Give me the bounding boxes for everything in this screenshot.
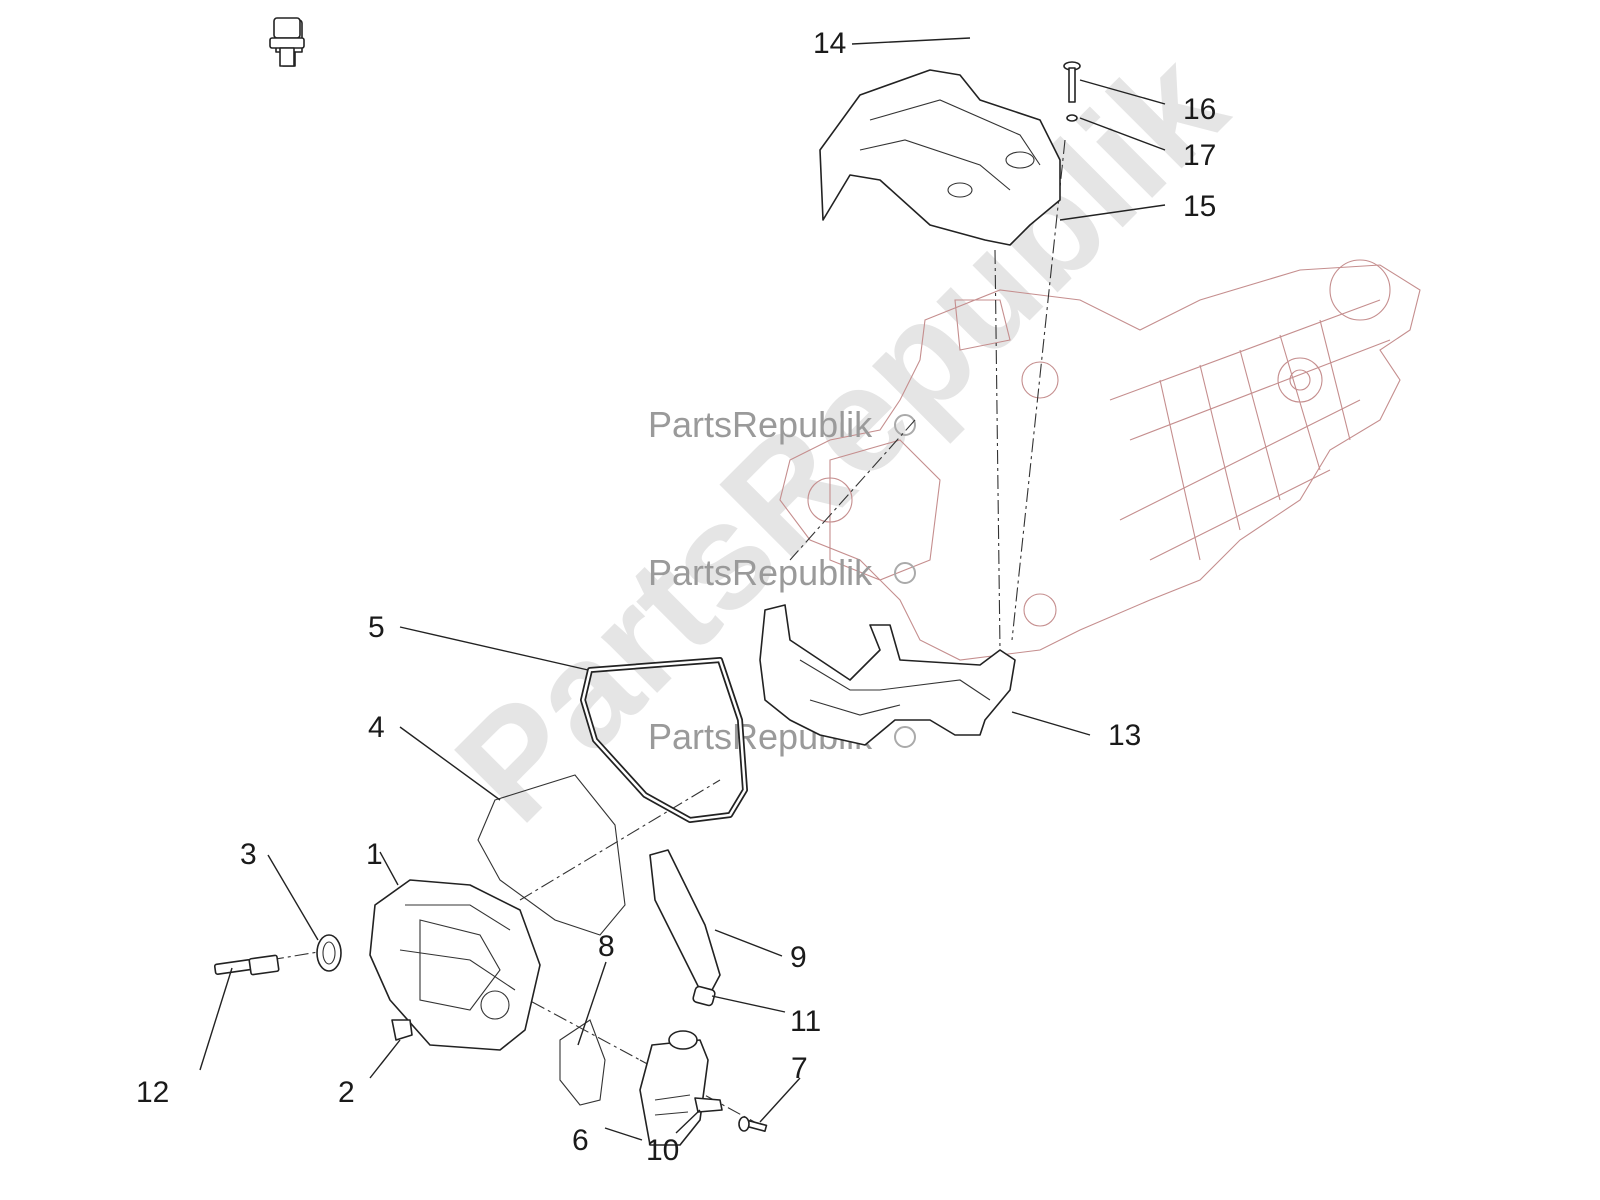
gear-icon: [894, 562, 916, 584]
part-4-gasket: [477, 774, 626, 936]
callout-10: 10: [646, 1134, 679, 1167]
part-15-upper-shroud: [819, 69, 1061, 246]
watermark-logo-1: PartsRepublik: [648, 404, 916, 445]
leader-lines: [199, 37, 1166, 1141]
callout-4: 4: [368, 711, 385, 744]
callout-8: 8: [598, 930, 615, 963]
callout-1: 1: [366, 838, 383, 871]
callout-7: 7: [791, 1052, 808, 1085]
callout-17: 17: [1183, 139, 1216, 172]
watermark-logo-2: PartsRepublik: [648, 552, 916, 593]
callout-5: 5: [368, 611, 385, 644]
sensor-14-shape: [269, 17, 305, 67]
callout-3: 3: [240, 838, 257, 871]
part-10-clip: [694, 1097, 723, 1113]
watermark-text-1: PartsRepublik: [648, 404, 873, 445]
part-3-seal-ring: [316, 934, 342, 972]
watermark-text-2: PartsRepublik: [648, 552, 873, 593]
part-13-lower-shroud: [759, 604, 1016, 746]
part-6-breather-housing: [639, 1030, 709, 1146]
part-9-hose: [649, 849, 721, 991]
part-7-screw: [738, 1116, 768, 1133]
part-16-screw: [1063, 61, 1081, 103]
engine-crankcase: [779, 259, 1421, 661]
callout-16: 16: [1183, 93, 1216, 126]
part-12-spark-plug: [213, 954, 280, 976]
callout-6: 6: [572, 1124, 589, 1157]
part-2-bolt: [391, 1019, 413, 1041]
callout-14: 14: [813, 27, 846, 60]
part-5-cover-gasket: [580, 657, 748, 823]
part-1-head-cover: [369, 879, 541, 1051]
part-11-clamp: [692, 985, 716, 1007]
callout-9: 9: [790, 941, 807, 974]
gear-icon: [894, 414, 916, 436]
callout-13: 13: [1108, 719, 1141, 752]
part-17-washer: [1066, 114, 1078, 122]
callout-12: 12: [136, 1076, 169, 1109]
callout-labels: 14 16 17 15 13 5 4 1 3 8 9 11 12 2 7 6 1…: [136, 27, 1216, 1167]
gear-icon: [894, 726, 916, 748]
assembly-lines: [269, 139, 1066, 1126]
callout-11: 11: [790, 1005, 821, 1038]
callout-2: 2: [338, 1076, 355, 1109]
callout-15: 15: [1183, 190, 1216, 223]
part-8-o-ring: [559, 1019, 606, 1106]
